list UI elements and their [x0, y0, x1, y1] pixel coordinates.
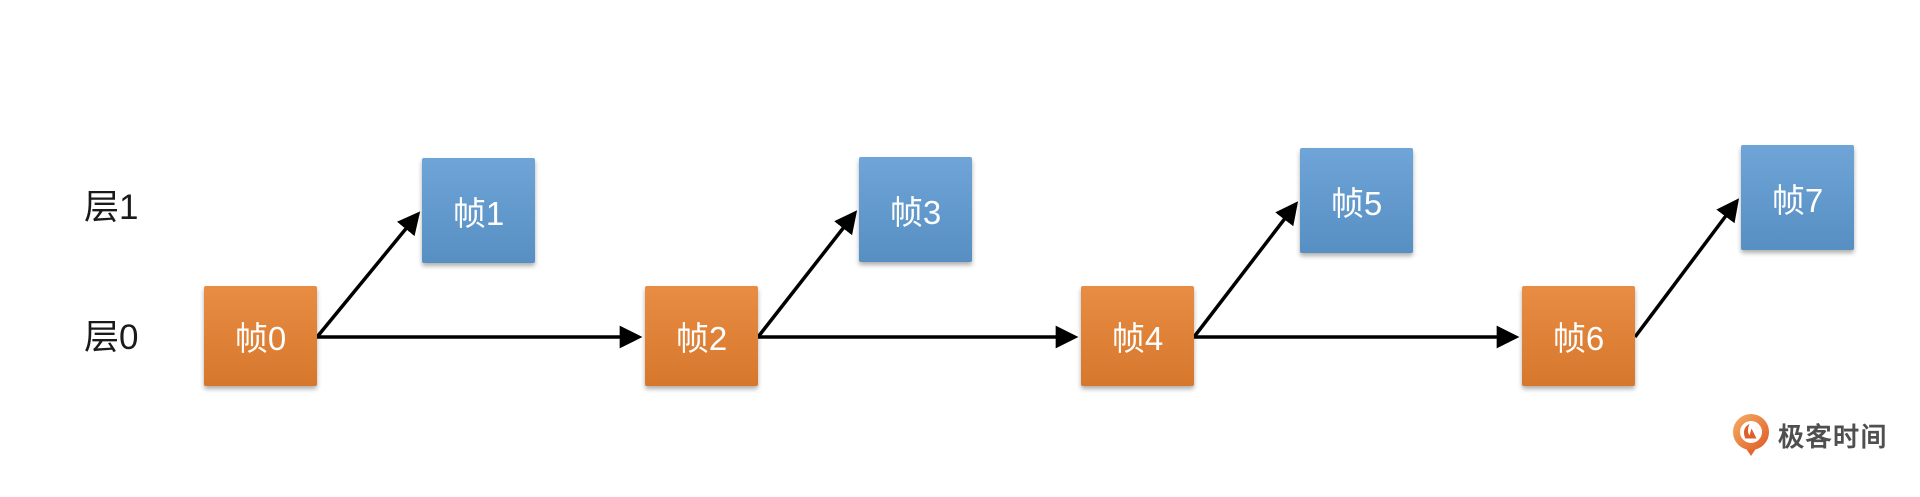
frame-node-7: 帧7	[1741, 145, 1854, 250]
arrow-frame2-frame3	[756, 210, 858, 339]
arrow-frame4-frame5	[1192, 201, 1299, 339]
geektime-pin-icon	[1731, 413, 1771, 457]
layer-1-label: 层1	[84, 188, 139, 227]
layer-0-label: 层0	[84, 318, 139, 357]
frame-node-6: 帧6	[1522, 286, 1635, 386]
frame-node-4: 帧4	[1081, 286, 1194, 386]
geektime-watermark: 极客时间	[1731, 413, 1888, 457]
arrow-frame6-frame7	[1633, 198, 1740, 339]
geektime-logo-text: 极客时间	[1778, 421, 1889, 452]
frame-node-2: 帧2	[645, 286, 758, 386]
frame-node-5: 帧5	[1300, 148, 1413, 253]
frame-node-0: 帧0	[204, 286, 317, 386]
frame-node-1: 帧1	[422, 158, 535, 263]
arrow-frame0-frame1	[315, 211, 421, 339]
frame-node-3: 帧3	[859, 157, 972, 262]
